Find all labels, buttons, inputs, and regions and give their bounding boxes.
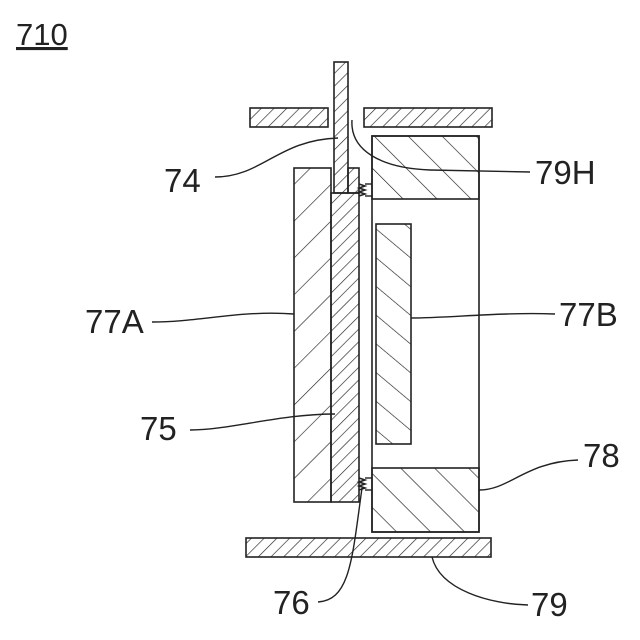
leader-77A — [152, 313, 294, 322]
electrode-77B — [376, 224, 411, 444]
top-plate-right — [364, 108, 492, 127]
frame-top-block — [372, 136, 479, 199]
label-77A: 77A — [85, 303, 144, 340]
top-plate-left — [250, 108, 328, 127]
leader-78 — [479, 460, 578, 490]
label-78: 78 — [583, 437, 620, 474]
figure-number: 710 — [16, 17, 68, 52]
label-77B: 77B — [559, 296, 618, 333]
frame-bottom-block — [372, 468, 479, 532]
shaft-75 — [331, 193, 359, 502]
spring-bottom — [359, 478, 372, 490]
needle-74 — [334, 62, 348, 193]
needle-joint — [348, 168, 359, 193]
label-79H: 79H — [535, 154, 596, 191]
bottom-plate — [246, 538, 491, 557]
spring-top — [359, 184, 372, 196]
label-76: 76 — [273, 584, 310, 621]
label-74: 74 — [164, 162, 201, 199]
electrode-77A — [294, 168, 331, 502]
label-75: 75 — [140, 410, 177, 447]
label-79: 79 — [531, 586, 568, 623]
leader-79 — [432, 557, 528, 605]
